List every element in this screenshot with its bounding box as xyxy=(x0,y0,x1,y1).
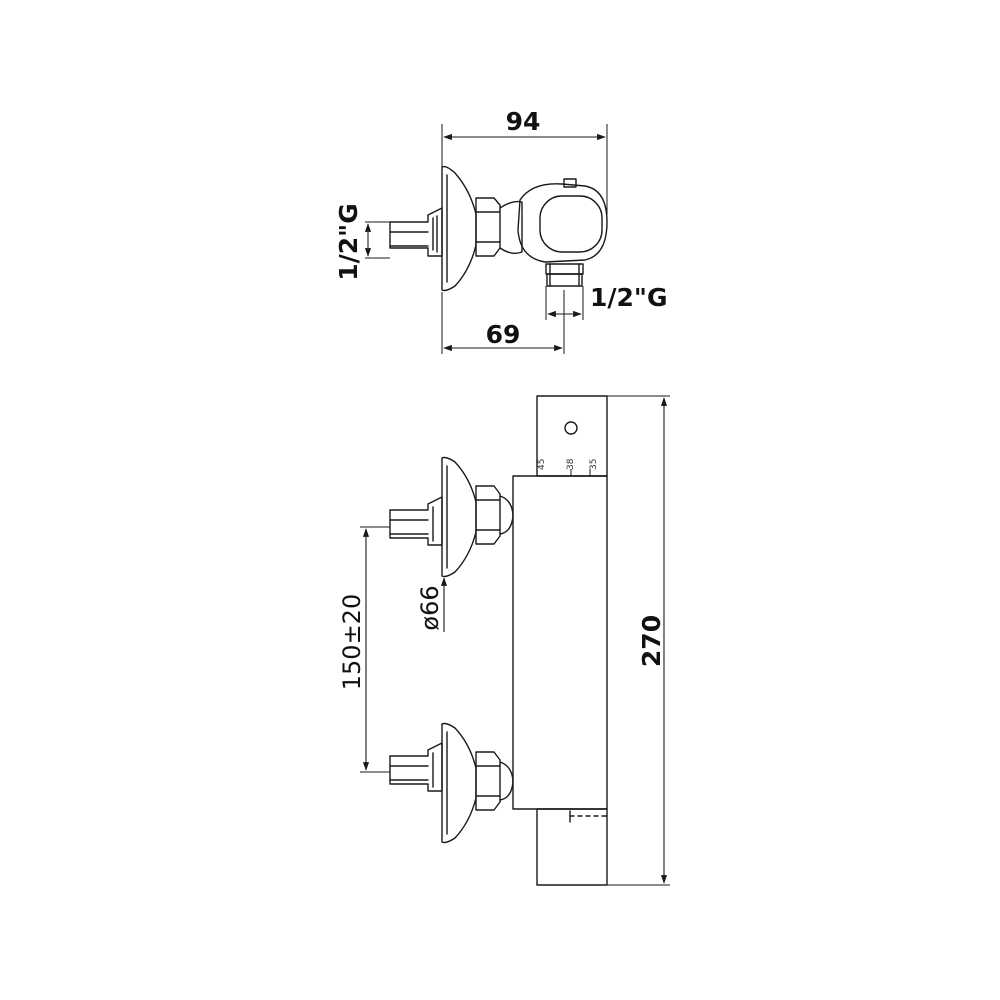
height-dimension: 270 xyxy=(607,395,670,886)
temp-mark-45: 45 xyxy=(537,459,547,470)
upper-inlet xyxy=(389,456,514,578)
lower-inlet xyxy=(389,722,514,844)
control-knob xyxy=(539,195,603,253)
hex-nut xyxy=(475,197,501,257)
depth-dimension-label: 69 xyxy=(486,320,521,349)
outlet-connector xyxy=(545,263,584,287)
temperature-indicator-hole xyxy=(564,421,578,435)
height-dimension-label: 270 xyxy=(637,615,666,667)
inlet-spacing-label: 150±20 xyxy=(338,594,366,690)
depth-dimension: 69 xyxy=(441,290,565,354)
eccentric-connector xyxy=(389,207,443,257)
temp-mark-38: 38 xyxy=(566,458,576,470)
width-dimension: 94 xyxy=(441,107,608,215)
valve-body: 45 38 35 xyxy=(512,395,608,886)
width-dimension-label: 94 xyxy=(506,107,541,136)
temp-mark-35: 35 xyxy=(589,459,599,470)
flange-diameter-label: ø66 xyxy=(416,585,444,630)
flange-diameter-dimension: ø66 xyxy=(416,577,448,632)
outlet-thread-label: 1/2"G xyxy=(590,283,667,312)
inlet-spacing-dimension: 150±20 xyxy=(338,526,390,773)
inlet-thread-dimension: 1/2"G xyxy=(334,203,390,281)
top-view: 94 1/2"G xyxy=(334,107,667,354)
outlet-thread-dimension: 1/2"G xyxy=(545,283,667,320)
valve-body-top xyxy=(517,183,608,263)
front-view: 45 38 35 xyxy=(338,395,670,886)
inlet-thread-label: 1/2"G xyxy=(334,203,363,280)
